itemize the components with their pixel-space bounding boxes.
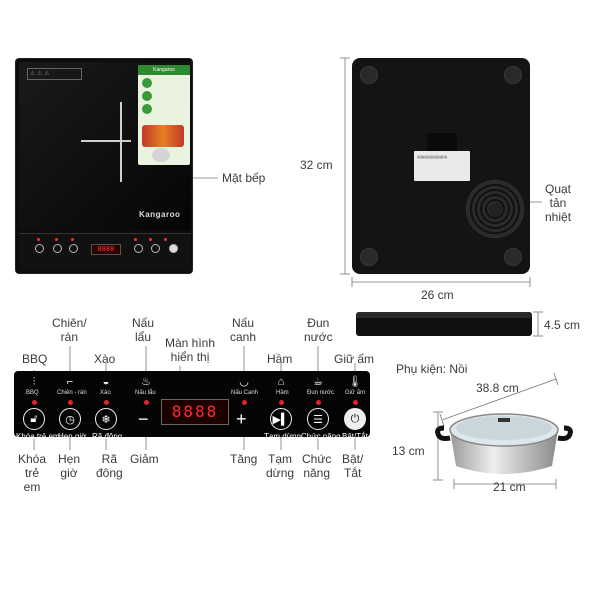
bbq-icon: ⫶: [32, 376, 36, 388]
feature-icon: [142, 104, 152, 114]
accessory-label: Phụ kiện: Nồi: [396, 362, 468, 376]
label-nau-canh: Nấu Canh: [231, 390, 259, 396]
pot-width-dimension: 38.8 cm: [476, 381, 519, 395]
stove-bottom-view: ▤▤▤▤▤▤▤▤: [352, 58, 530, 274]
rubber-foot: [504, 66, 522, 84]
feature-icon: [142, 78, 152, 88]
stove-top-view: ⚠ ⚠ ⚠ Kangaroo Kangaroo 8888: [15, 58, 193, 274]
rubber-foot: [504, 248, 522, 266]
mini-button[interactable]: [69, 244, 78, 253]
pot-base-dimension: 21 cm: [493, 480, 526, 494]
pot-height-dimension: 13 cm: [392, 444, 425, 458]
defrost-button[interactable]: ❄: [95, 408, 117, 430]
play-pause-icon: ▶▍: [272, 413, 290, 426]
label-dun-nuoc: Đun nước: [307, 390, 334, 396]
mini-button[interactable]: [134, 244, 143, 253]
brand-logo: Kangaroo: [139, 210, 181, 219]
label-xao: Xào: [100, 390, 111, 396]
thickness-dimension: 4.5 cm: [544, 318, 581, 332]
mini-button[interactable]: [35, 244, 44, 253]
plus-button[interactable]: +: [236, 409, 247, 429]
timer-button[interactable]: ◷: [59, 408, 81, 430]
menu-icon: ☰: [313, 413, 323, 426]
pot-illustration: [435, 413, 573, 474]
clock-icon: ◷: [65, 413, 75, 426]
label-hen-gio: Hẹn giờ: [58, 432, 87, 441]
seal-badge: [152, 148, 170, 162]
rubber-foot: [360, 248, 378, 266]
power-button[interactable]: ⏻: [344, 408, 366, 430]
label-bat-tat: Bật/Tắt: [342, 432, 368, 441]
kettle-icon: ☕: [313, 376, 323, 388]
control-panel: ⫶ ⌐ ◒ ♨ ◡ ⌂ ☕ 🌡 BBQ Chiên - rán Xào Nấu …: [14, 371, 370, 437]
panel-display: 8888: [161, 399, 229, 425]
stew-pot-icon: ⌂: [277, 376, 285, 388]
callout-xao: Xào: [94, 352, 116, 366]
thermometer-icon: 🌡: [348, 376, 362, 388]
callout-tang: Tăng: [230, 452, 258, 466]
mini-button[interactable]: [151, 244, 160, 253]
menu-button[interactable]: ☰: [307, 408, 329, 430]
power-icon: ⏻: [350, 412, 360, 425]
warning-sticker: ⚠ ⚠ ⚠: [27, 68, 82, 80]
wok-icon: ◒: [102, 376, 110, 388]
width-dimension: 26 cm: [421, 288, 454, 302]
label-ra-dong: Rã đông: [92, 432, 123, 441]
callout-chien: Chiên/rán: [52, 316, 87, 344]
label-khoa: Khóa trẻ em: [16, 432, 60, 441]
soup-bowl-icon: ◡: [239, 376, 249, 388]
hotpot-icon: ♨: [141, 376, 151, 388]
label-chien: Chiên - rán: [57, 390, 87, 396]
callout-ham: Hầm: [267, 352, 293, 366]
surface-label: Mặt bếp: [222, 171, 266, 185]
callout-giam: Giảm: [130, 452, 159, 466]
pause-button[interactable]: ▶▍: [270, 408, 292, 430]
spec-sticker: ▤▤▤▤▤▤▤▤: [414, 151, 470, 181]
label-ham: Hầm: [276, 390, 289, 396]
child-lock-button[interactable]: 🔓︎: [23, 408, 45, 430]
vent-slot: [427, 133, 457, 151]
mini-button[interactable]: [53, 244, 62, 253]
label-tam-dung: Tạm dừng: [264, 432, 301, 441]
height-dimension: 32 cm: [300, 158, 333, 172]
callout-bat-tat: Bật/Tắt: [342, 452, 364, 480]
coil-mark: [120, 102, 122, 182]
frying-pan-icon: ⌐: [66, 376, 74, 388]
mini-display: 8888: [91, 244, 121, 255]
lock-icon: 🔓︎: [30, 412, 38, 425]
label-bbq: BBQ: [26, 390, 39, 396]
fan-grille: [466, 180, 524, 238]
callout-bbq: BBQ: [22, 352, 48, 366]
callout-giu-am: Giữ ấm: [334, 352, 375, 366]
label-giu-am: Giữ ấm: [345, 390, 366, 396]
stove-side-view: [356, 312, 532, 336]
minus-button[interactable]: −: [138, 409, 149, 429]
mini-power-button[interactable]: [169, 244, 178, 253]
label-nau-lau: Nấu lẩu: [135, 390, 156, 396]
promo-sticker: Kangaroo: [138, 65, 190, 165]
snowflake-icon: ❄: [101, 413, 111, 426]
feature-icon: [142, 91, 152, 101]
coil-mark: [81, 140, 131, 142]
food-image: [142, 125, 184, 147]
mini-control-panel: 8888: [19, 233, 191, 271]
label-chuc-nang: Chức năng: [301, 432, 341, 441]
rubber-foot: [360, 66, 378, 84]
